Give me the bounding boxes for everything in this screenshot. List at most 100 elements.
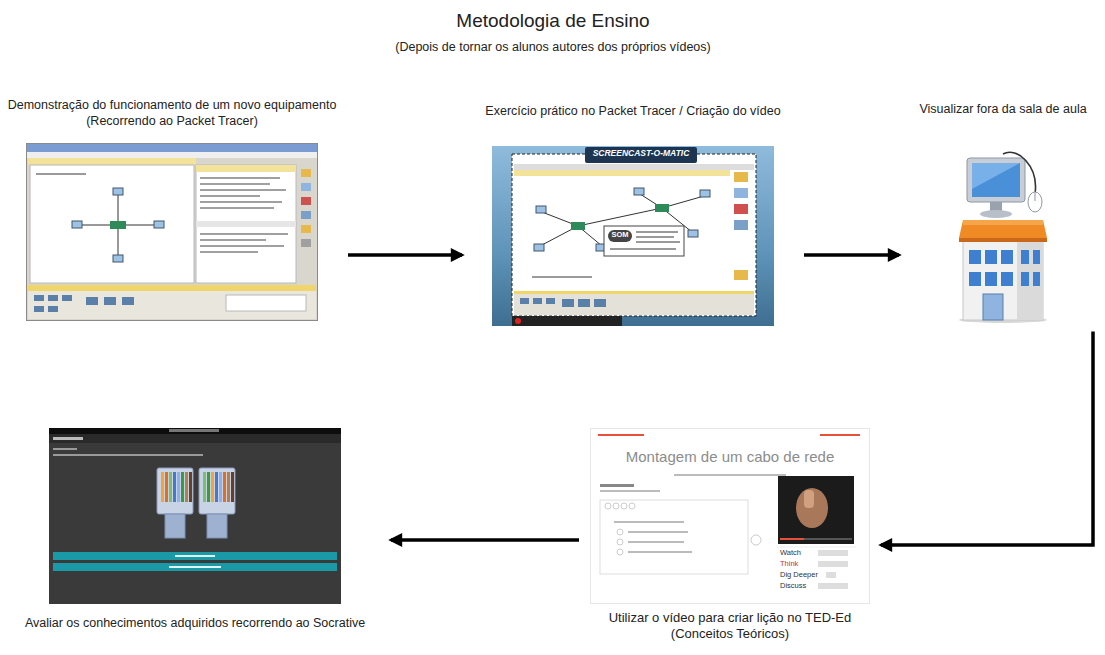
socrative-screenshot <box>49 428 341 604</box>
illustration-part <box>196 221 296 227</box>
illustration-part <box>534 244 544 251</box>
illustration-part <box>990 202 1002 211</box>
illustration-part <box>1033 272 1040 286</box>
illustration-part <box>536 206 546 213</box>
illustration-part <box>818 583 848 589</box>
illustration-part <box>980 210 1012 218</box>
illustration-part <box>231 472 234 502</box>
illustration-part <box>203 472 234 502</box>
illustration-part <box>804 490 814 508</box>
step-panel: Visualizar fora da sala de aula <box>905 102 1101 324</box>
diagram-title: Metodologia de Ensino <box>233 10 873 32</box>
illustration-part <box>617 529 623 535</box>
illustration-part <box>818 550 848 556</box>
illustration-part <box>215 472 218 502</box>
illustration-part <box>34 295 134 312</box>
illustration-part <box>48 295 58 301</box>
illustration-part <box>734 188 748 198</box>
illustration-part <box>751 535 761 545</box>
illustration-part <box>36 173 86 175</box>
illustration-part <box>72 221 82 228</box>
menu-item: Dig Deeper <box>780 571 820 580</box>
illustration-part <box>776 547 856 548</box>
illustration-part <box>969 250 981 264</box>
illustration-part <box>514 294 754 315</box>
illustration-part <box>796 488 828 528</box>
illustration-part <box>189 472 192 502</box>
illustration-part <box>967 158 1025 202</box>
flow-arrow <box>881 332 1093 545</box>
illustration-part <box>196 165 296 172</box>
illustration-part <box>185 472 188 502</box>
illustration-part <box>113 188 123 195</box>
step-caption: Visualizar fora da sala de aula <box>905 102 1101 118</box>
illustration-part <box>200 177 280 179</box>
illustration-part <box>223 472 226 502</box>
illustration-part <box>1021 272 1029 286</box>
illustration-part <box>181 472 184 502</box>
illustration-part <box>211 472 214 502</box>
illustration-part <box>605 503 611 509</box>
illustration-part <box>157 468 193 538</box>
illustration-part <box>571 222 585 230</box>
step-panel: Demonstração do funcionamento de um novo… <box>2 98 342 321</box>
illustration-part <box>734 172 748 280</box>
flow-arrow <box>391 538 579 542</box>
illustration-part <box>514 291 754 294</box>
illustration-part <box>655 204 669 212</box>
illustration-part <box>175 555 215 557</box>
illustration-part <box>207 472 210 502</box>
illustration-part <box>629 503 635 509</box>
illustration-part <box>600 490 660 492</box>
illustration-part <box>636 231 678 233</box>
illustration-part <box>512 154 756 316</box>
illustration-part <box>628 531 688 533</box>
illustration-part <box>972 163 1020 189</box>
illustration-part <box>53 563 337 571</box>
illustration-part <box>62 295 72 301</box>
illustration-part <box>207 514 227 538</box>
illustration-part <box>605 503 761 555</box>
illustration-part <box>86 297 98 305</box>
menu-item: Watch <box>780 549 816 558</box>
illustration-part <box>734 270 748 280</box>
step-panel: Avaliar os conhecimentos adquiridos reco… <box>5 428 385 632</box>
illustration-part <box>157 468 193 514</box>
illustration-part <box>200 207 274 209</box>
illustration-part <box>778 476 854 544</box>
app-badge: SOM <box>608 231 632 240</box>
illustration-part <box>492 146 774 326</box>
illustration-part <box>53 437 83 440</box>
illustration-part <box>1001 250 1013 264</box>
illustration-part <box>734 204 748 214</box>
illustration-part <box>161 472 192 502</box>
illustration-part <box>203 472 206 502</box>
illustration-part <box>200 233 288 235</box>
illustration-part <box>780 538 852 540</box>
illustration-part <box>28 158 196 165</box>
illustration-part <box>165 472 168 502</box>
illustration-part <box>636 236 674 238</box>
illustration-part <box>28 291 316 319</box>
illustration-part <box>674 474 786 476</box>
illustration-part <box>301 211 311 219</box>
flow-arrow <box>348 253 462 257</box>
illustration-part <box>169 429 219 432</box>
illustration-part <box>520 298 529 304</box>
illustration-part <box>301 225 311 233</box>
illustration-part <box>969 272 981 286</box>
illustration-part <box>219 472 222 502</box>
illustration-part <box>1017 236 1043 320</box>
illustration-part <box>53 454 203 456</box>
illustration-part <box>562 299 574 307</box>
illustration-part <box>628 541 684 543</box>
illustration-part <box>636 241 680 243</box>
building-computer-icon <box>953 144 1053 324</box>
illustration-part <box>780 538 804 540</box>
illustration-part <box>53 448 77 450</box>
illustration-part <box>154 221 164 228</box>
packet-tracer-screenshot <box>26 143 318 321</box>
illustration-part <box>199 468 235 514</box>
illustration-part <box>514 164 754 170</box>
illustration-part <box>969 250 1040 286</box>
